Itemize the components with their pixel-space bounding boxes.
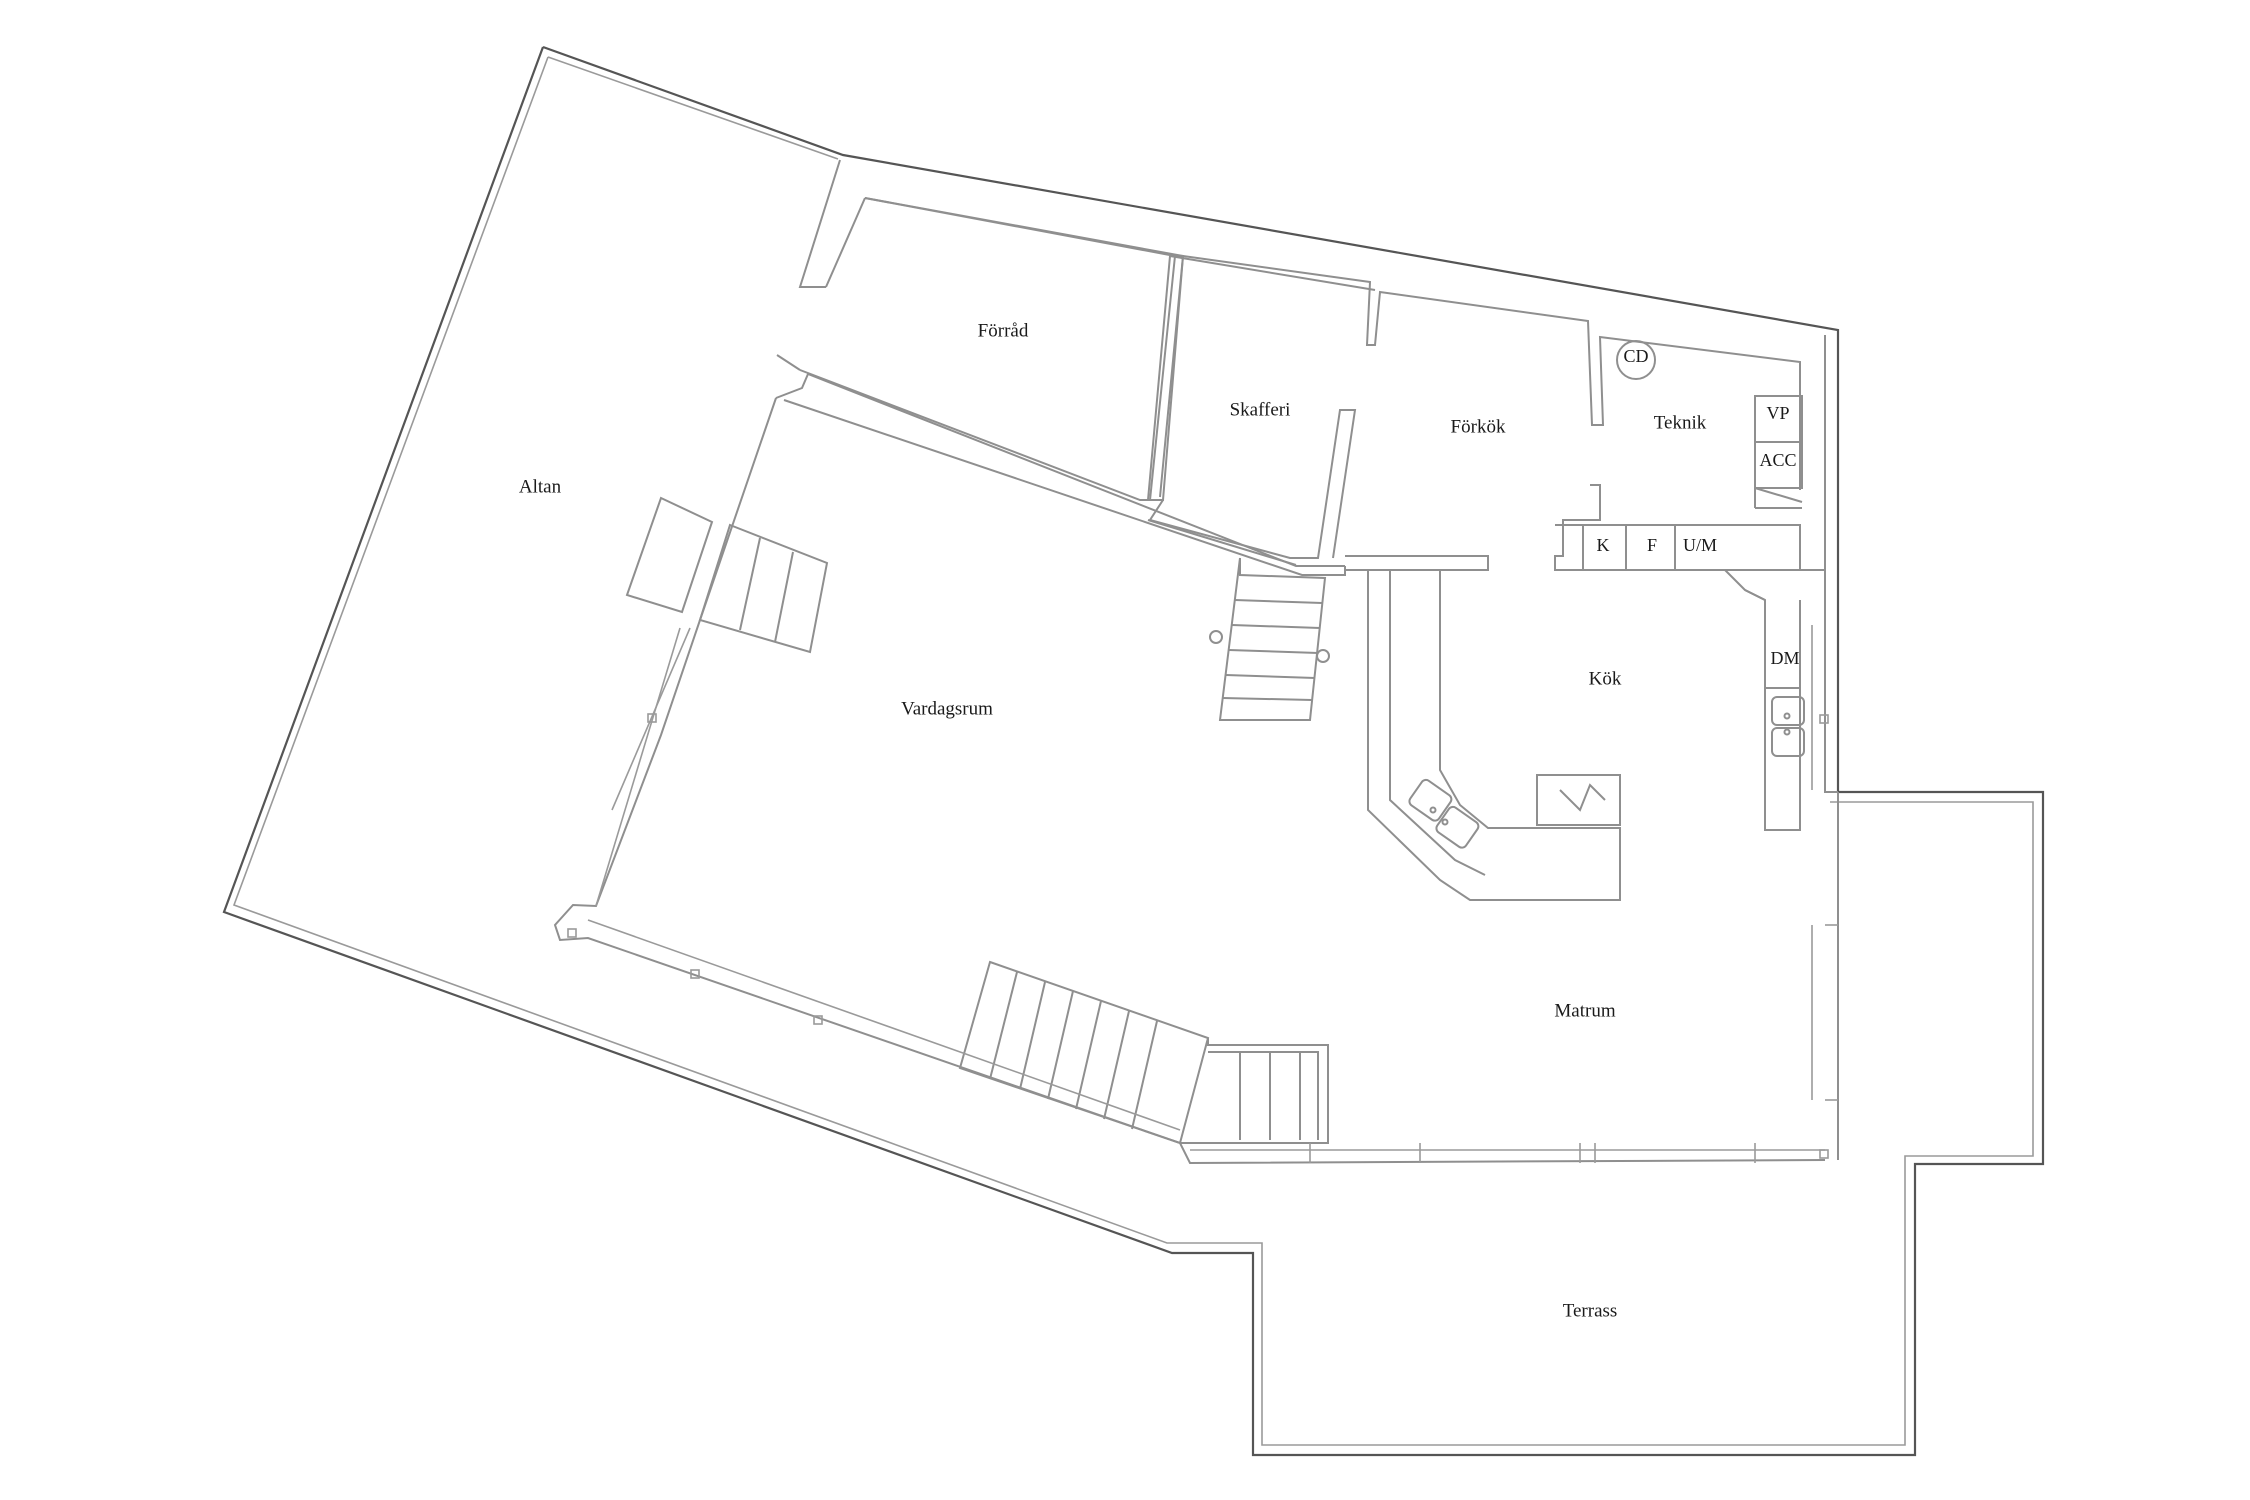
fixture-label-vp: VP [1766, 403, 1789, 423]
room-label-terrass: Terrass [1563, 1300, 1618, 1321]
kitchen-right-counter [1764, 600, 1805, 831]
house-walls [553, 159, 1839, 1165]
room-label-teknik: Teknik [1654, 412, 1707, 433]
room-label-forkok: Förkök [1451, 416, 1506, 437]
fixture-label-f: F [1647, 535, 1657, 555]
fixture-label-acc: ACC [1759, 450, 1796, 470]
fixture-label-um: U/M [1683, 535, 1717, 555]
room-label-altan: Altan [519, 476, 562, 497]
room-label-forrad: Förråd [978, 320, 1029, 341]
interior-stairs [1209, 557, 1330, 721]
kitchen-island [1367, 570, 1621, 901]
teknik-cabinets [1616, 340, 1803, 509]
room-label-matrum: Matrum [1554, 1000, 1615, 1021]
room-label-vardagsrum: Vardagsrum [901, 698, 993, 719]
forrad-walls [776, 197, 1184, 501]
lower-stairs [958, 960, 1329, 1145]
island-sink [1408, 778, 1480, 849]
forkok-walls [1345, 484, 1825, 571]
room-label-skafferi: Skafferi [1230, 399, 1291, 420]
skafferi-walls [1147, 255, 1376, 566]
fixture-label-cd: CD [1623, 346, 1648, 366]
room-label-kok: Kök [1589, 668, 1622, 689]
windows [567, 625, 1838, 1163]
fixture-label-k: K [1597, 535, 1610, 555]
altan-stairs [625, 496, 829, 654]
fixture-label-dm: DM [1770, 648, 1799, 668]
outer-outline [222, 45, 2045, 1457]
